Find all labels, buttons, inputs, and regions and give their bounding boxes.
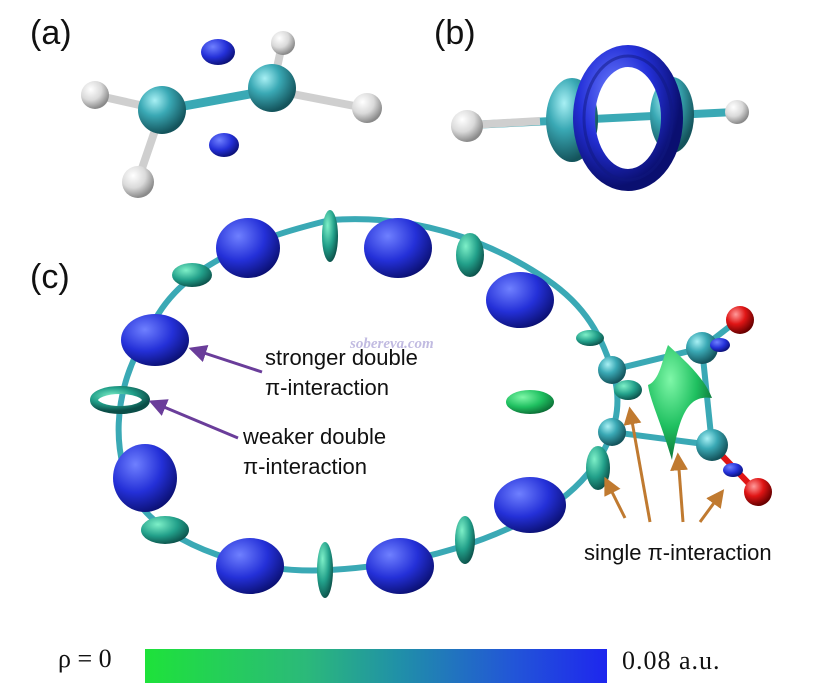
pi-isosurface — [216, 538, 284, 594]
colorbar — [145, 649, 607, 683]
pi-isosurface — [322, 210, 338, 262]
pi-isosurface — [121, 314, 189, 366]
watermark: sobereva.com — [350, 336, 434, 352]
panel-label-a: (a) — [30, 14, 72, 52]
ring-center-isosurface — [506, 390, 554, 414]
oxygen-atom — [744, 478, 772, 506]
pi-isosurface — [113, 444, 177, 512]
pi-isosurface — [455, 516, 475, 564]
hydrogen-atom — [271, 31, 295, 55]
hydrogen-atom — [725, 100, 749, 124]
hydrogen-atom — [352, 93, 382, 123]
annotation-weaker-2: π-interaction — [243, 454, 368, 479]
squaraine-unit — [598, 306, 772, 506]
carbon-atom — [696, 429, 728, 461]
double-pi-isosurfaces — [113, 218, 566, 594]
molecule-b-acetylene — [451, 45, 749, 191]
pi-isosurface — [486, 272, 554, 328]
pi-isosurface — [216, 218, 280, 278]
molecule-c-macrocycle — [90, 210, 772, 598]
pi-isosurface — [201, 39, 235, 65]
pi-isosurface — [586, 446, 610, 490]
pi-isosurface — [141, 516, 189, 544]
pi-isosurface — [172, 263, 212, 287]
arrow-weaker-double — [148, 399, 239, 440]
oxygen-atom — [726, 306, 754, 334]
pi-isosurface — [576, 330, 604, 346]
carbon-atom — [686, 332, 718, 364]
arrow-stronger-double — [188, 344, 263, 374]
weak-pi-isosurfaces — [90, 210, 610, 598]
hydrogen-atom — [122, 166, 154, 198]
pi-isosurface — [366, 538, 434, 594]
arrow-single-pi — [670, 452, 689, 523]
pi-isosurface — [494, 477, 566, 533]
arrow-single-pi — [623, 406, 652, 523]
pi-isosurface — [90, 386, 150, 414]
carbon-atom — [598, 356, 626, 384]
panel-label-b: (b) — [434, 14, 476, 52]
pi-isosurface — [614, 380, 642, 400]
pi-torus-edge — [582, 54, 674, 182]
colorbar-min-label: ρ = 0 — [58, 644, 112, 673]
molecule-a-ethylene — [81, 31, 382, 198]
pi-isosurface — [317, 542, 333, 598]
pi-isosurface — [710, 338, 730, 352]
annotation-stronger-1: stronger double — [265, 345, 418, 370]
carbon-atom — [598, 418, 626, 446]
hydrogen-atom — [451, 110, 483, 142]
annotation-single: single π-interaction — [584, 540, 772, 565]
arrow-single-pi — [698, 489, 725, 523]
carbon-atom — [248, 64, 296, 112]
panel-label-c: (c) — [30, 258, 70, 296]
pi-isosurface — [456, 233, 484, 277]
pi-isosurface — [209, 133, 239, 157]
pi-isosurface — [723, 463, 743, 477]
annotation-weaker-1: weaker double — [243, 424, 387, 449]
carbon-atom — [138, 86, 186, 134]
single-pi-isosurface — [648, 345, 712, 460]
colorbar-max-label: 0.08 a.u. — [622, 646, 721, 675]
pi-isosurface — [364, 218, 432, 278]
hydrogen-atom — [81, 81, 109, 109]
arrow-single-pi — [604, 476, 627, 519]
annotation-stronger-2: π-interaction — [265, 375, 390, 400]
bond — [611, 429, 713, 448]
